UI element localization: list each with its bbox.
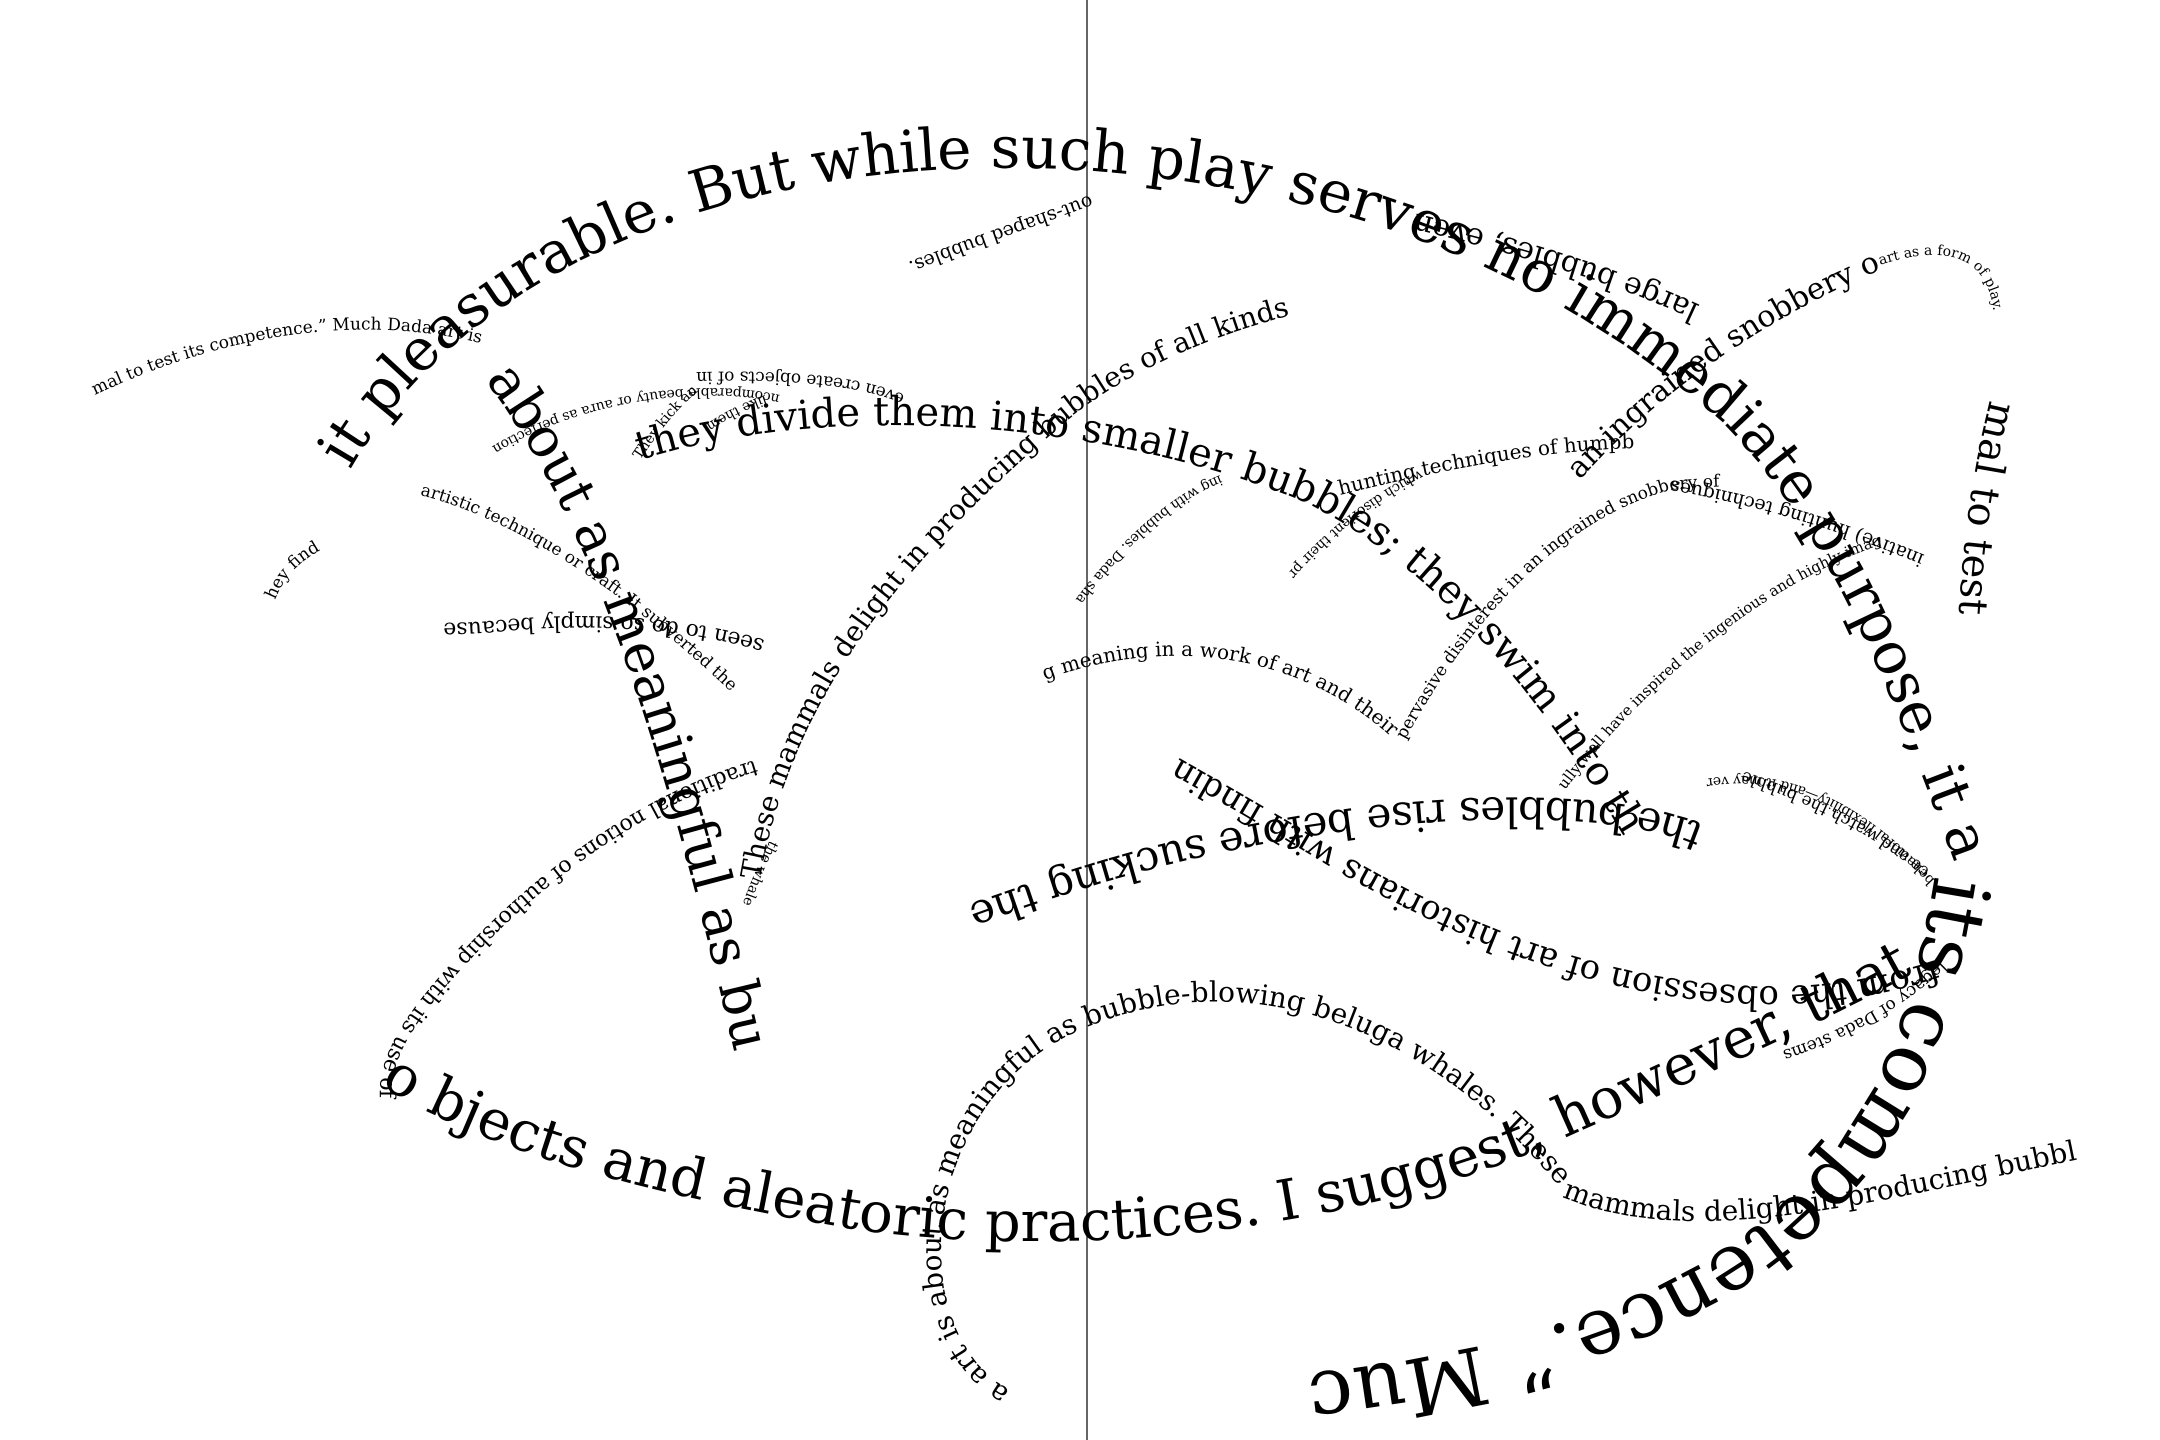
poem-line-text: g meaning in a work of art and their: [1038, 637, 1403, 741]
poem-line-14: out-shaped bubbles.: [906, 190, 1096, 278]
poem-line-text: about as meaningful as bubble-blowing be…: [0, 0, 783, 1056]
poem-line-8: traditional notions of authorship with i…: [0, 0, 761, 1100]
poem-line-2: hey find: [261, 537, 323, 602]
poem-line-text: out-shaped bubbles.: [906, 190, 1096, 278]
poem-line-31: g meaning in a work of art and their: [1038, 637, 1403, 741]
poem-line-9: o bjects and aleatoric practices. I sugg…: [0, 0, 1936, 1255]
poem-line-text: hey find: [261, 537, 323, 602]
poem-line-7: seen to do so simply because: [443, 610, 767, 658]
poem-line-text: art as a form of play.: [1877, 243, 2006, 312]
poem-line-22: mal to test: [1949, 397, 2025, 616]
poem-line-text: traditional notions of authorship with i…: [0, 0, 761, 1100]
poem-line-21: art as a form of play.: [1877, 243, 2006, 312]
poem-line-30: behavioral flexibility—and it may ver: [1705, 772, 1938, 888]
poem-line-text: behavioral flexibility—and it may ver: [1705, 772, 1938, 888]
poem-line-text: seen to do so simply because: [443, 610, 767, 658]
poem-line-text: o bjects and aleatoric practices. I sugg…: [0, 0, 1936, 1255]
poem-line-4: about as meaningful as bubble-blowing be…: [0, 0, 783, 1056]
poem-line-text: mal to test: [1949, 397, 2025, 616]
